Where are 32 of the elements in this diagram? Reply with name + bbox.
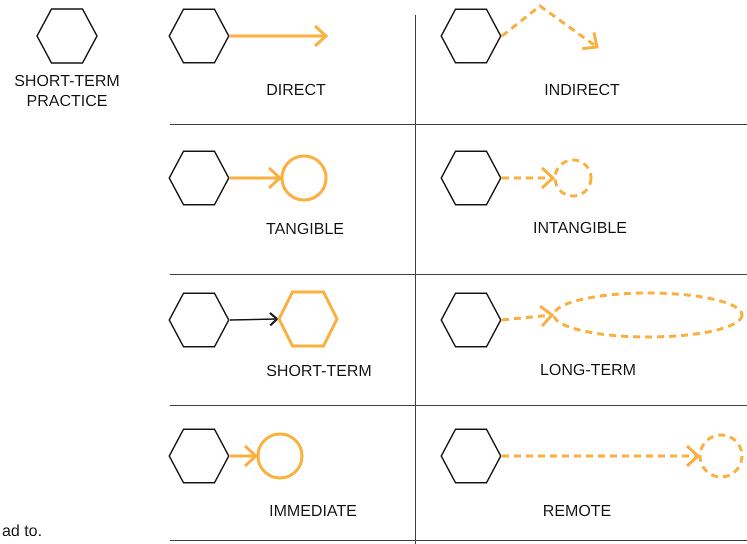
hexagon-shape: [440, 150, 502, 206]
category-label: IMMEDIATE: [269, 502, 357, 522]
arrow: [230, 444, 258, 468]
circle-shape: [698, 433, 744, 479]
arrow: [501, 4, 598, 50]
circle-shape: [280, 154, 328, 202]
category-label: LONG-TERM: [540, 361, 636, 381]
hexagon-shape: [168, 292, 230, 348]
hexagon-shape: [440, 292, 502, 348]
hexagon-shape: [440, 428, 502, 484]
hexagon-shape: [168, 8, 230, 64]
hexagon-shape: [277, 290, 339, 348]
hexagon-shape: [168, 150, 230, 206]
category-label: INTANGIBLE: [533, 219, 627, 239]
legend-caption: SHORT-TERM PRACTICE: [13, 72, 121, 112]
ellipse-shape: [552, 291, 744, 339]
category-label: TANGIBLE: [266, 220, 344, 240]
category-label: REMOTE: [542, 502, 612, 522]
category-label: INDIRECT: [544, 81, 620, 101]
arrow: [502, 444, 700, 468]
circle-shape: [256, 432, 304, 480]
category-label: SHORT-TERM: [266, 362, 372, 382]
circle-shape: [553, 158, 593, 198]
hexagon-shape: [168, 428, 230, 484]
arrow: [502, 304, 554, 328]
hexagon-shape: [440, 8, 502, 64]
arrow: [230, 312, 278, 326]
category-label: DIRECT: [266, 81, 326, 101]
arrow: [230, 24, 328, 48]
arrow: [230, 166, 282, 190]
category-label: ad to.: [2, 522, 42, 542]
arrow: [502, 166, 554, 190]
